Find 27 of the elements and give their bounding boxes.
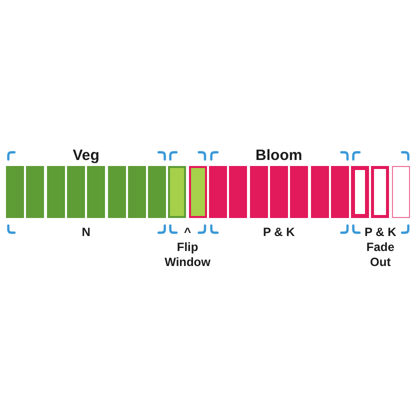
phase-label: Flip Window [164, 240, 212, 270]
timeline-bar [188, 166, 207, 218]
phase-heading: Bloom [256, 147, 302, 165]
timeline-bar [128, 166, 146, 218]
timeline-bar [87, 166, 106, 218]
timeline-bar [108, 166, 126, 218]
phase-label: P & K [263, 225, 295, 240]
phase-heading: Veg [72, 147, 100, 165]
timeline-bar [46, 166, 65, 218]
timeline-bar [310, 166, 328, 218]
phase-label: N [82, 225, 90, 240]
timeline-bar [351, 166, 370, 218]
timeline-bar [66, 166, 85, 218]
timeline-bar [250, 166, 268, 218]
timeline-bar [330, 166, 349, 218]
timeline-bar [392, 166, 410, 218]
phase-label: P & K Fade Out [363, 225, 398, 270]
timeline-bar [270, 166, 288, 218]
timeline-bar [148, 166, 166, 218]
timeline-bar [290, 166, 308, 218]
timeline-bar [6, 166, 24, 218]
timeline-bar [229, 166, 248, 218]
timeline-bar [168, 166, 186, 218]
timeline-bar [209, 166, 227, 218]
caret-mark: ^ [184, 225, 192, 240]
timeline-bar [26, 166, 44, 218]
timeline-bar [371, 166, 390, 218]
